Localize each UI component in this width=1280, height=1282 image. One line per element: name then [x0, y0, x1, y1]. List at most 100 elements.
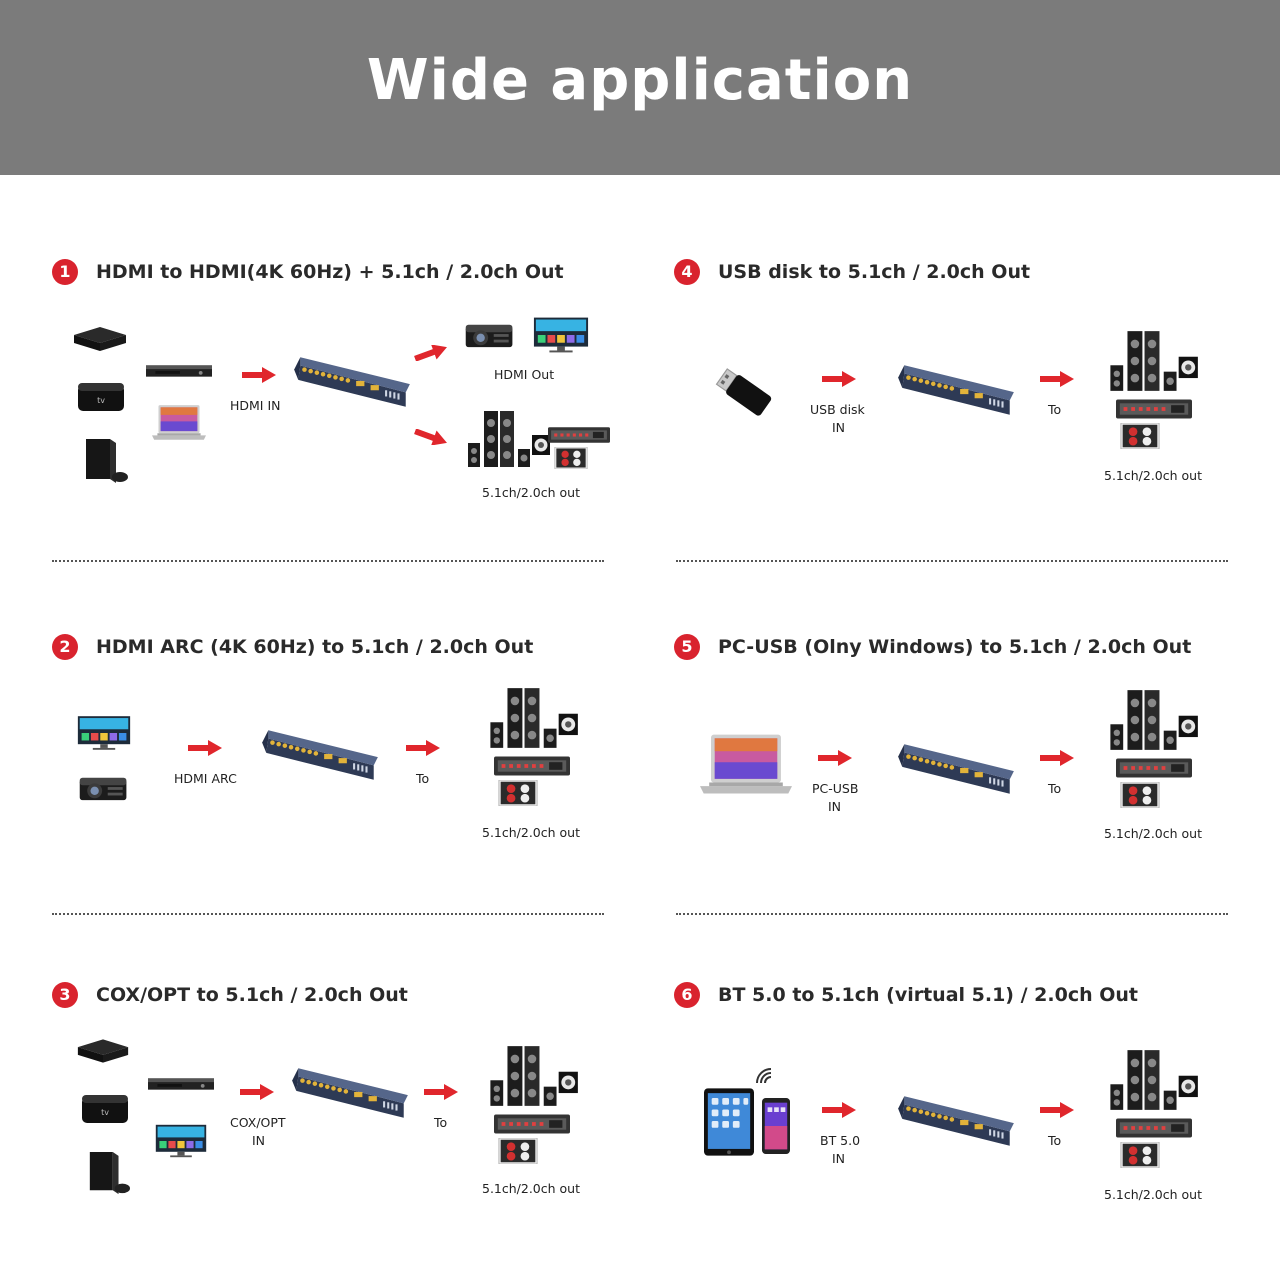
- projector-icon: [76, 772, 132, 804]
- to-label: To: [434, 1115, 448, 1130]
- apple-tv-icon: [76, 377, 126, 417]
- divider: [52, 560, 604, 562]
- page-title: Wide application: [366, 48, 914, 113]
- tv-icon: [154, 1122, 208, 1160]
- output-label: 5.1ch/2.0ch out: [482, 825, 581, 840]
- amplifier-icon: [494, 756, 570, 776]
- media-player-icon: [146, 363, 212, 379]
- arrow-icon: [240, 1084, 274, 1100]
- laptop-icon: [700, 732, 792, 798]
- phone-icon: [762, 1098, 790, 1154]
- arrow-icon: [1040, 371, 1074, 387]
- input-label: PC-USB: [812, 781, 859, 796]
- speakers-icon: [484, 686, 580, 750]
- section-6: 6 BT 5.0 to 5.1ch (virtual 5.1) / 2.0ch …: [674, 982, 1274, 1282]
- input-label: IN: [828, 799, 842, 814]
- input-label: COX/OPT: [230, 1115, 286, 1130]
- amplifier-icon: [1116, 758, 1192, 778]
- amplifier-icon: [548, 427, 610, 443]
- output-label: 5.1ch/2.0ch out: [1104, 826, 1203, 841]
- tv-icon: [532, 315, 590, 355]
- divider: [676, 560, 1228, 562]
- divider: [676, 913, 1228, 915]
- speakers-icon: [1104, 329, 1200, 393]
- arrow-icon: [406, 740, 440, 756]
- laptop-icon: [152, 403, 206, 443]
- section-title: PC-USB (Olny Windows) to 5.1ch / 2.0ch O…: [718, 636, 1192, 658]
- output-label: HDMI Out: [494, 367, 555, 382]
- input-label: HDMI IN: [230, 398, 281, 413]
- arrow-icon: [822, 1102, 856, 1118]
- step-number-badge: 5: [674, 634, 700, 660]
- rca-ports-icon: [1120, 423, 1160, 449]
- tv-box-icon: [74, 1036, 132, 1068]
- header-banner: Wide application: [0, 0, 1280, 175]
- step-number-badge: 2: [52, 634, 78, 660]
- output-label: 5.1ch/2.0ch out: [1104, 1187, 1203, 1202]
- arrow-icon: [1040, 750, 1074, 766]
- section-title: USB disk to 5.1ch / 2.0ch Out: [718, 261, 1031, 283]
- amplifier-icon: [1116, 399, 1192, 419]
- audio-extractor-device: [288, 1062, 412, 1124]
- audio-extractor-device: [258, 724, 382, 786]
- input-label: IN: [832, 1151, 846, 1166]
- section-4: 4 USB disk to 5.1ch / 2.0ch Out USB disk…: [674, 259, 1274, 559]
- speakers-icon: [462, 409, 552, 469]
- arrow-icon: [818, 750, 852, 766]
- speakers-icon: [484, 1044, 580, 1108]
- section-title: HDMI to HDMI(4K 60Hz) + 5.1ch / 2.0ch Ou…: [96, 261, 564, 283]
- arrow-icon: [414, 345, 448, 361]
- step-number-badge: 6: [674, 982, 700, 1008]
- audio-extractor-device: [894, 359, 1018, 421]
- rca-ports-icon: [1120, 782, 1160, 808]
- game-console-icon: [84, 1152, 132, 1196]
- section-5: 5 PC-USB (Olny Windows) to 5.1ch / 2.0ch…: [674, 634, 1274, 934]
- to-label: To: [1048, 1133, 1062, 1148]
- arrow-icon: [1040, 1102, 1074, 1118]
- usb-disk-icon: [706, 355, 776, 425]
- to-label: To: [1048, 781, 1062, 796]
- to-label: To: [1048, 402, 1062, 417]
- output-label: 5.1ch/2.0ch out: [1104, 468, 1203, 483]
- speakers-icon: [1104, 688, 1200, 752]
- game-console-icon: [80, 439, 130, 485]
- apple-tv-icon: [80, 1090, 130, 1128]
- output-label: 5.1ch/2.0ch out: [482, 1181, 581, 1196]
- arrow-icon: [414, 429, 448, 445]
- arrow-icon: [242, 367, 276, 383]
- arrow-icon: [822, 371, 856, 387]
- tablet-icon: [704, 1088, 754, 1156]
- input-label: BT 5.0: [820, 1133, 861, 1148]
- rca-ports-icon: [498, 780, 538, 806]
- output-label: 5.1ch/2.0ch out: [482, 485, 581, 500]
- step-number-badge: 4: [674, 259, 700, 285]
- projector-icon: [462, 319, 518, 351]
- divider: [52, 913, 604, 915]
- to-label: To: [416, 771, 430, 786]
- input-label: USB disk: [810, 402, 865, 417]
- section-title: BT 5.0 to 5.1ch (virtual 5.1) / 2.0ch Ou…: [718, 984, 1138, 1006]
- arrow-icon: [424, 1084, 458, 1100]
- section-3: 3 COX/OPT to 5.1ch / 2.0ch Out COX/OPT I…: [52, 982, 652, 1282]
- rca-ports-icon: [554, 447, 588, 469]
- input-label: HDMI ARC: [174, 771, 237, 786]
- audio-extractor-device: [894, 738, 1018, 800]
- audio-extractor-device: [290, 351, 414, 413]
- arrow-icon: [188, 740, 222, 756]
- amplifier-icon: [494, 1114, 570, 1134]
- tv-box-icon: [70, 323, 130, 357]
- step-number-badge: 1: [52, 259, 78, 285]
- speakers-icon: [1104, 1048, 1200, 1112]
- section-2: 2 HDMI ARC (4K 60Hz) to 5.1ch / 2.0ch Ou…: [52, 634, 652, 934]
- section-title: COX/OPT to 5.1ch / 2.0ch Out: [96, 984, 408, 1006]
- input-label: IN: [252, 1133, 266, 1148]
- audio-extractor-device: [894, 1090, 1018, 1152]
- media-player-icon: [148, 1076, 214, 1092]
- section-title: HDMI ARC (4K 60Hz) to 5.1ch / 2.0ch Out: [96, 636, 534, 658]
- step-number-badge: 3: [52, 982, 78, 1008]
- rca-ports-icon: [498, 1138, 538, 1164]
- section-1: 1 HDMI to HDMI(4K 60Hz) + 5.1ch / 2.0ch …: [52, 259, 652, 559]
- rca-ports-icon: [1120, 1142, 1160, 1168]
- input-label: IN: [832, 420, 846, 435]
- wireless-signal-icon: [754, 1066, 774, 1086]
